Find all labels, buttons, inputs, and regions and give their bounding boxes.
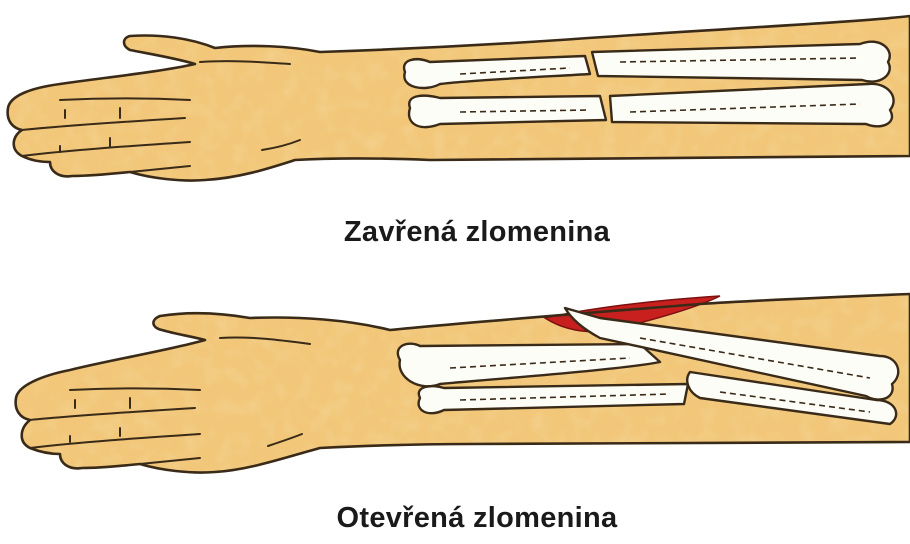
closed-fracture-arm xyxy=(0,0,910,200)
open-fracture-arm xyxy=(0,280,910,480)
open-fracture-caption: Otevřená zlomenina xyxy=(22,502,910,535)
closed-fracture-caption: Zavřená zlomenina xyxy=(22,216,910,249)
